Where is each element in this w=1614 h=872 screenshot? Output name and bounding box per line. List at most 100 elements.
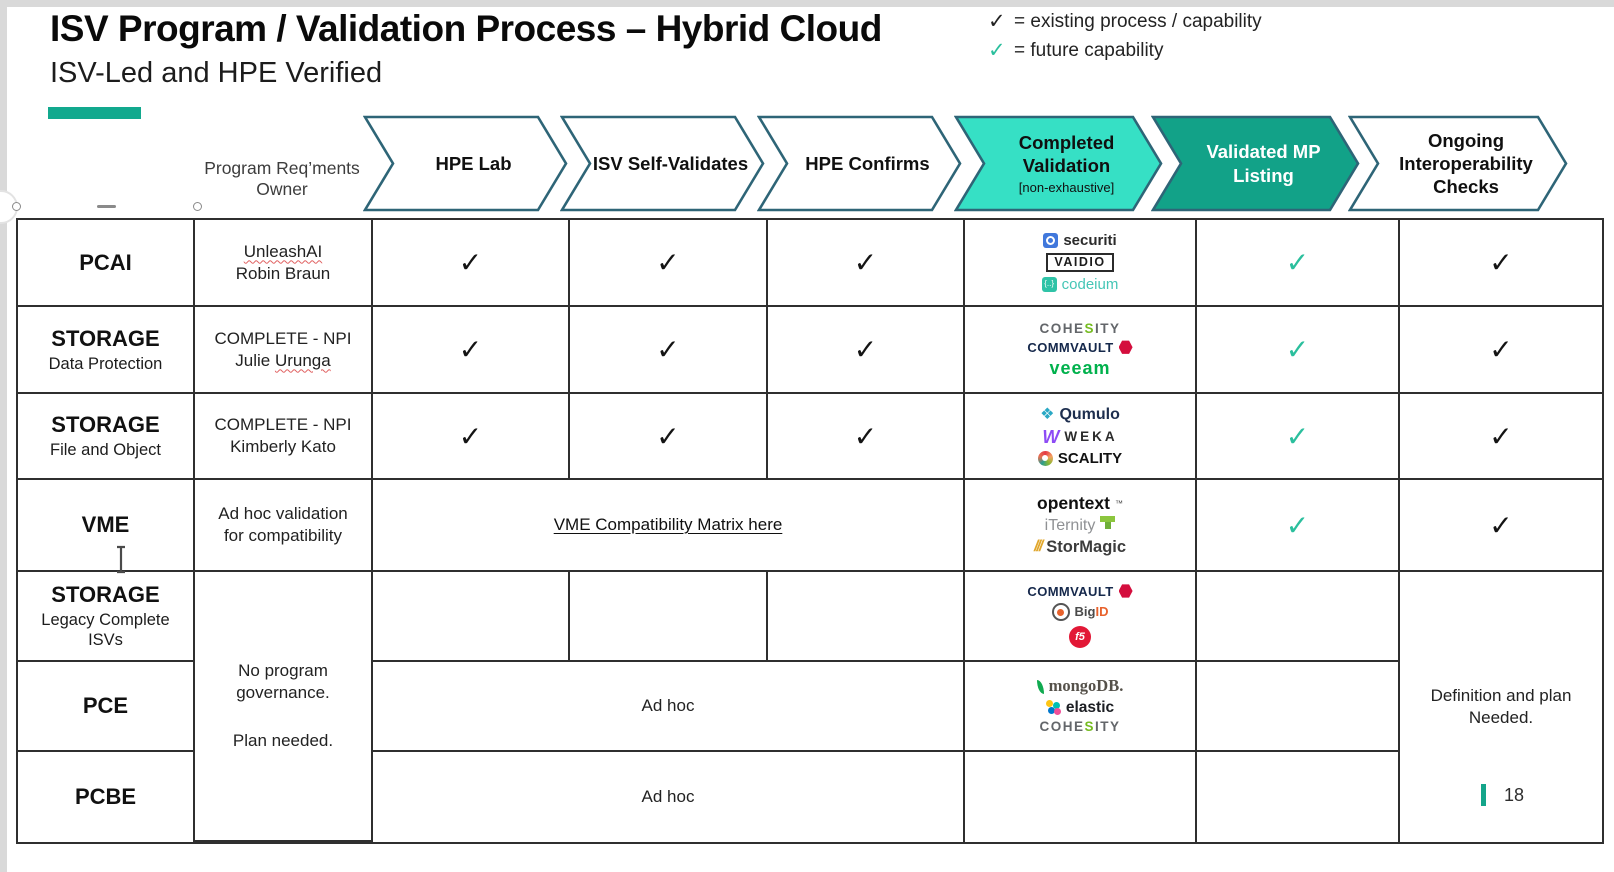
- slide-title: ISV Program / Validation Process – Hybri…: [50, 8, 882, 49]
- cell-pce-mp-listing: [1197, 662, 1400, 752]
- vendor-logo-elastic: elastic: [1045, 700, 1114, 716]
- owner-column-header: Program Req’ments Owner: [204, 158, 360, 199]
- cell-storage-fo-mp-listing: ✓: [1197, 394, 1400, 480]
- window-edge-left: [0, 0, 7, 872]
- vendor-logo-veeam: veeam: [1049, 358, 1111, 379]
- legend-future: ✓ = future capability: [988, 36, 1262, 65]
- vendor-logo-qumulo: ❖ Qumulo: [1040, 405, 1120, 423]
- cell-pcai-self-validates: ✓: [570, 220, 768, 307]
- green-check-icon: ✓: [1285, 509, 1310, 541]
- cell-pcbe-mp-listing: [1197, 752, 1400, 842]
- cell-storage-fo-category: STORAGE File and Object: [18, 394, 195, 480]
- vendor-logo-weka: W WEKA: [1042, 426, 1118, 447]
- commvault-icon: [1118, 584, 1133, 598]
- cell-vme-compatibility-matrix: VME Compatibility Matrix here: [373, 480, 965, 572]
- cell-storage-dp-interop: ✓: [1400, 307, 1602, 394]
- cell-pcai-vendors: securiti VAIDIO {..} codeium: [965, 220, 1197, 307]
- check-icon: ✓: [656, 420, 680, 452]
- vendor-logo-scality: SCALITY: [1037, 450, 1122, 466]
- cell-storage-dp-vendors: COHESITY COMMVAULT veeam: [965, 307, 1197, 394]
- selection-handle[interactable]: [193, 202, 202, 211]
- process-step-hpe-lab: HPE Lab: [363, 115, 568, 212]
- cell-storage-fo-hpe-lab: ✓: [373, 394, 570, 480]
- vendor-logo-commvault: COMMVAULT: [1027, 584, 1133, 598]
- vendor-logo-cohesity: COHESITY: [1039, 719, 1121, 735]
- cell-vme-mp-listing: ✓: [1197, 480, 1400, 572]
- cell-definition-plan-needed: Definition and plan Needed.: [1430, 686, 1572, 727]
- cell-vme-interop: ✓: [1400, 480, 1602, 572]
- cell-storage-fo-hpe-confirms: ✓: [768, 394, 965, 480]
- cell-storage-dp-category: STORAGE Data Protection: [18, 307, 195, 394]
- green-check-icon: ✓: [1285, 420, 1310, 452]
- process-step-validated-mp-listing: Validated MP Listing: [1151, 115, 1360, 212]
- cell-pcai-interop: ✓: [1400, 220, 1602, 307]
- vendor-logo-codeium: {..} codeium: [1041, 276, 1118, 292]
- vendor-logo-cohesity: COHESITY: [1039, 320, 1121, 336]
- black-check-icon: ✓: [988, 10, 1006, 33]
- mongodb-icon: [1036, 679, 1044, 694]
- cell-storage-fo-interop: ✓: [1400, 394, 1602, 480]
- elastic-icon: [1045, 700, 1061, 715]
- cell-vme-owner: Ad hoc validation for compatibility: [195, 480, 373, 572]
- cell-pcai-hpe-confirms: ✓: [768, 220, 965, 307]
- cell-storage-fo-self-validates: ✓: [570, 394, 768, 480]
- commvault-icon: [1118, 340, 1133, 354]
- cell-pce-category: PCE: [18, 662, 195, 752]
- legend-future-label: = future capability: [1014, 39, 1164, 61]
- process-step-hpe-confirms: HPE Confirms: [757, 115, 962, 212]
- cell-no-governance: No program governance. Plan needed.: [195, 572, 373, 842]
- check-icon: ✓: [458, 247, 483, 278]
- check-icon: ✓: [1489, 509, 1513, 541]
- cell-pcai-hpe-lab: ✓: [373, 220, 570, 307]
- iternity-icon: [1100, 515, 1116, 530]
- accent-bar: [48, 107, 141, 119]
- process-step-completed-validation: Completed Validation [non-exhaustive]: [954, 115, 1163, 212]
- stormagic-icon: ///: [1033, 537, 1043, 555]
- legend-existing: ✓ = existing process / capability: [988, 7, 1262, 36]
- cell-pcai-mp-listing: ✓: [1197, 220, 1400, 307]
- cell-vme-category: VME: [18, 480, 195, 572]
- scality-icon: [1037, 450, 1053, 466]
- cell-storage-legacy-vendors: COMMVAULT BigID f5: [965, 572, 1197, 662]
- check-icon: ✓: [853, 247, 878, 278]
- check-icon: ✓: [656, 247, 680, 278]
- check-icon: ✓: [1489, 420, 1513, 452]
- cell-storage-legacy-self-validates: [570, 572, 768, 662]
- check-icon: ✓: [458, 334, 483, 365]
- selection-handle[interactable]: [12, 202, 21, 211]
- vendor-logo-bigid: BigID: [1051, 603, 1108, 621]
- green-check-icon: ✓: [988, 39, 1006, 62]
- cell-storage-dp-hpe-confirms: ✓: [768, 307, 965, 394]
- text-cursor: [114, 545, 128, 579]
- selection-handle-dash[interactable]: [97, 205, 116, 208]
- process-step-ongoing-interoperability: Ongoing Interoperability Checks: [1348, 115, 1568, 212]
- cell-pcai-category: PCAI: [18, 220, 195, 307]
- cell-storage-dp-hpe-lab: ✓: [373, 307, 570, 394]
- f5-icon: f5: [1068, 626, 1091, 648]
- check-icon: ✓: [853, 420, 878, 452]
- codeium-icon: {..}: [1041, 276, 1057, 292]
- securiti-icon: [1043, 233, 1059, 249]
- bigid-icon: [1051, 603, 1070, 621]
- vme-compatibility-link[interactable]: VME Compatibility Matrix here: [553, 515, 783, 534]
- cell-pcbe-adhoc: Ad hoc: [373, 752, 965, 842]
- cell-storage-legacy-hpe-confirms: [768, 572, 965, 662]
- cell-pcbe-category: PCBE: [18, 752, 195, 842]
- check-icon: ✓: [458, 420, 483, 452]
- legend: ✓ = existing process / capability ✓ = fu…: [988, 7, 1262, 65]
- validation-table: PCAI UnleashAI Robin Braun ✓ ✓ ✓ securit…: [16, 218, 1604, 844]
- legend-existing-label: = existing process / capability: [1014, 10, 1262, 32]
- check-icon: ✓: [1489, 334, 1513, 365]
- qumulo-icon: ❖: [1040, 405, 1055, 423]
- green-check-icon: ✓: [1285, 247, 1310, 278]
- cell-pcbe-vendors: [965, 752, 1197, 842]
- slide-subtitle: ISV-Led and HPE Verified: [50, 57, 383, 89]
- cell-storage-fo-vendors: ❖ Qumulo W WEKA SCALITY: [965, 394, 1197, 480]
- vendor-logo-securiti: securiti: [1043, 233, 1117, 249]
- green-check-icon: ✓: [1285, 334, 1310, 365]
- vendor-logo-vaidio: VAIDIO: [1046, 253, 1114, 272]
- cell-storage-dp-mp-listing: ✓: [1197, 307, 1400, 394]
- page-number: 18: [1504, 785, 1525, 805]
- page-number-marker: [1481, 784, 1486, 806]
- cell-storage-legacy-category: STORAGE Legacy Complete ISVs: [18, 572, 195, 662]
